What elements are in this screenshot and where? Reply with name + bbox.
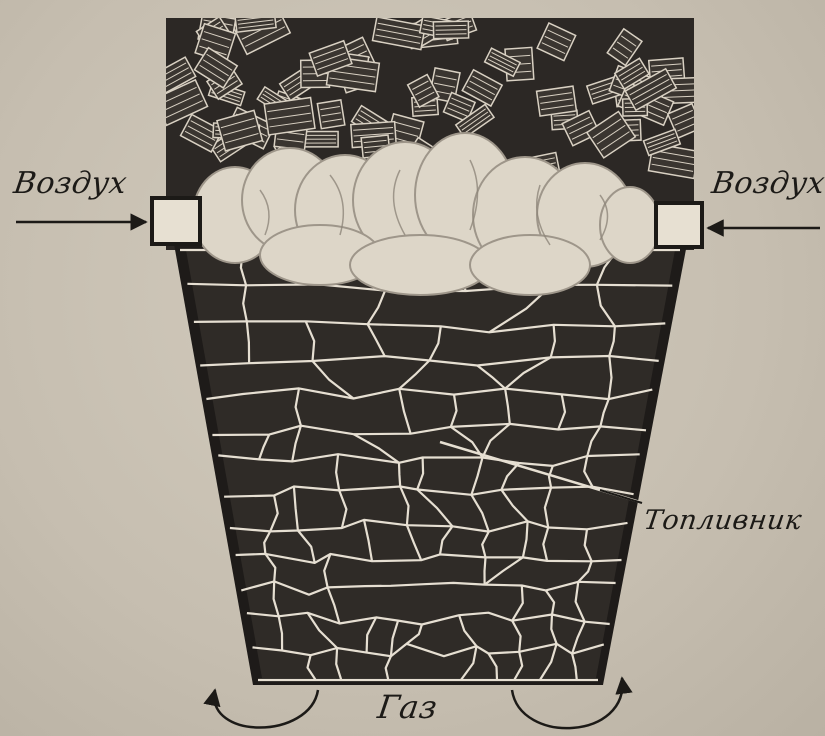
- fuel-bed: [174, 244, 687, 685]
- fuel-bed-label: Топливник: [642, 505, 804, 536]
- fuel-crack: [399, 463, 400, 487]
- fuel-chunk: [317, 100, 344, 129]
- air-inlet-left-icon: [152, 198, 200, 244]
- gas-outlet-right-arrow-icon: [512, 678, 622, 728]
- fuel-crack: [485, 557, 486, 584]
- fuel-chunk: [264, 97, 315, 134]
- gas-outlet-left-arrow-icon: [214, 690, 318, 728]
- air-label-left: Воздух: [12, 166, 130, 201]
- air-inlet-right-icon: [656, 203, 702, 247]
- fuel-chunk: [537, 86, 577, 116]
- air-label-right: Воздух: [710, 166, 825, 201]
- fuel-chunk: [433, 21, 468, 39]
- gas-label: Газ: [375, 688, 440, 726]
